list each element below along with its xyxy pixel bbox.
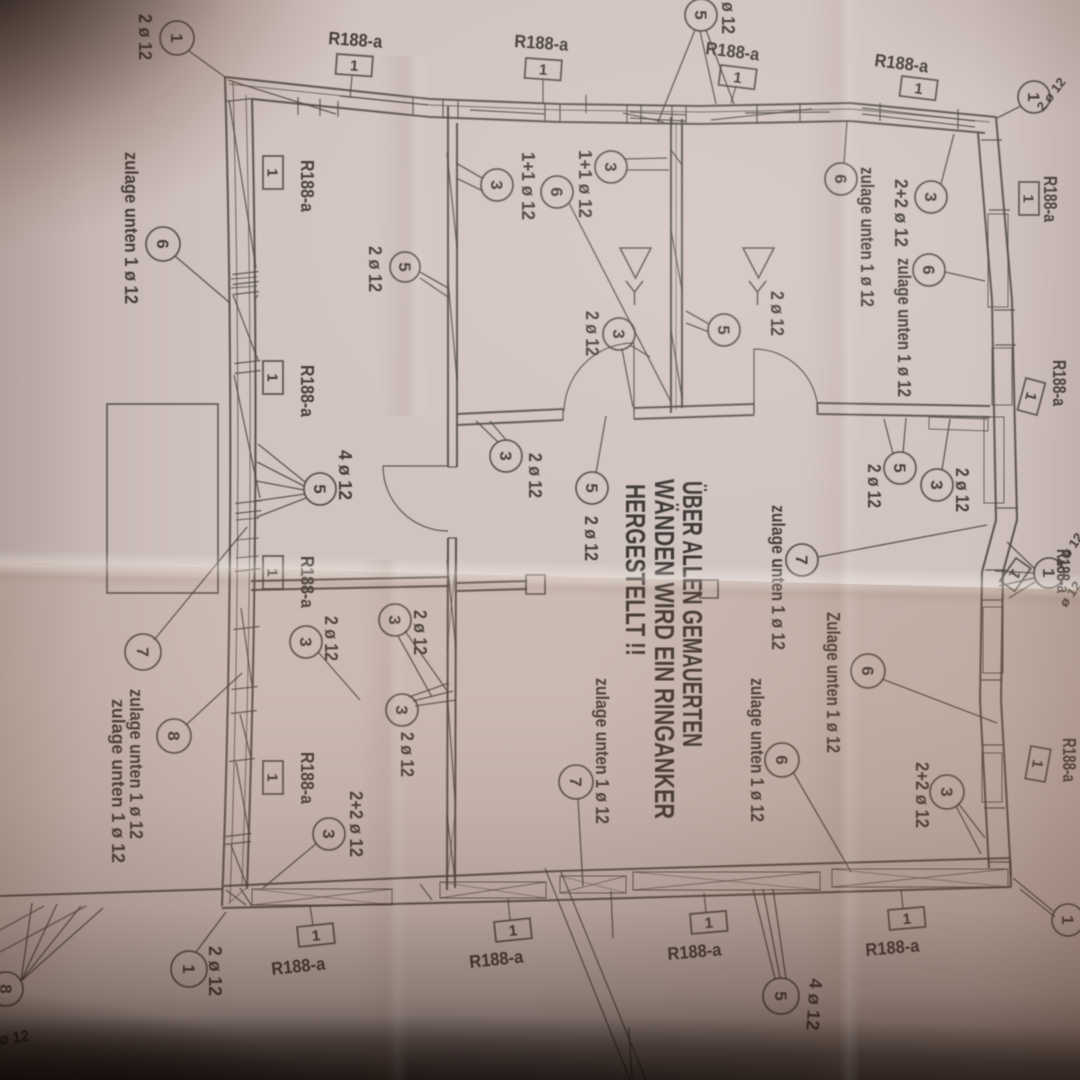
svg-text:2+2 ø 12: 2+2 ø 12 xyxy=(346,791,366,857)
svg-text:zulage unten 1 ø 12: zulage unten 1 ø 12 xyxy=(108,699,128,863)
svg-text:R188-a: R188-a xyxy=(270,953,327,979)
svg-text:1: 1 xyxy=(264,168,281,176)
svg-text:ø 12: ø 12 xyxy=(718,2,738,34)
svg-text:2+2 ø 12: 2+2 ø 12 xyxy=(891,179,911,247)
svg-text:3: 3 xyxy=(385,615,404,624)
svg-text:4 ø 12: 4 ø 12 xyxy=(802,978,826,1031)
svg-text:3: 3 xyxy=(609,329,628,338)
svg-text:HERGESTELLT !!: HERGESTELLT !! xyxy=(620,484,651,656)
svg-text:1+1 ø 12: 1+1 ø 12 xyxy=(575,150,595,218)
svg-text:2+2 ø 12: 2+2 ø 12 xyxy=(912,762,932,828)
svg-text:1: 1 xyxy=(902,911,912,929)
svg-text:1: 1 xyxy=(311,927,321,945)
svg-text:R188-a: R188-a xyxy=(297,160,317,213)
svg-text:1: 1 xyxy=(1058,915,1077,924)
svg-text:2 ø 12: 2 ø 12 xyxy=(321,616,341,661)
svg-text:1: 1 xyxy=(913,80,923,98)
svg-text:3: 3 xyxy=(296,637,315,646)
svg-text:1: 1 xyxy=(1028,758,1046,769)
svg-text:zulage unten 1 ø 12: zulage unten 1 ø 12 xyxy=(857,167,877,307)
svg-text:R188-a: R188-a xyxy=(705,38,762,65)
svg-text:Zulage unten 1 ø 12: Zulage unten 1 ø 12 xyxy=(823,612,843,753)
svg-text:WÄNDEN WIRD EIN RINGANKER: WÄNDEN WIRD EIN RINGANKER xyxy=(649,479,680,819)
svg-text:ø 12: ø 12 xyxy=(0,1028,30,1049)
svg-text:5: 5 xyxy=(395,262,414,271)
svg-text:R188-a: R188-a xyxy=(328,28,384,52)
svg-text:3: 3 xyxy=(487,180,506,189)
svg-text:6: 6 xyxy=(547,187,566,196)
svg-text:7: 7 xyxy=(133,647,152,656)
svg-text:R188-a: R188-a xyxy=(297,365,317,418)
svg-text:R188-a: R188-a xyxy=(874,50,931,77)
svg-text:1: 1 xyxy=(264,373,281,381)
svg-text:3: 3 xyxy=(392,705,411,714)
svg-text:2 ø 12: 2 ø 12 xyxy=(952,468,972,512)
svg-text:5: 5 xyxy=(310,484,329,493)
svg-text:1+1 ø 12: 1+1 ø 12 xyxy=(518,152,538,220)
svg-text:2 ø 12: 2 ø 12 xyxy=(581,516,601,561)
svg-text:6: 6 xyxy=(919,265,938,274)
svg-text:R188-a: R188-a xyxy=(297,556,317,609)
svg-text:1: 1 xyxy=(1020,194,1037,202)
svg-text:1: 1 xyxy=(349,57,359,75)
svg-text:3: 3 xyxy=(921,192,940,201)
svg-text:5: 5 xyxy=(582,483,601,492)
svg-text:5: 5 xyxy=(691,10,710,19)
svg-text:4 ø 12: 4 ø 12 xyxy=(335,450,355,500)
svg-text:5: 5 xyxy=(714,325,733,334)
svg-text:6: 6 xyxy=(858,666,877,675)
svg-text:1: 1 xyxy=(732,69,742,87)
svg-text:R188-a: R188-a xyxy=(1049,360,1069,407)
svg-text:zulage unten 1 ø 12: zulage unten 1 ø 12 xyxy=(894,258,914,397)
svg-text:zulage unten 1 ø 12: zulage unten 1 ø 12 xyxy=(747,678,767,822)
svg-text:2 ø 12: 2 ø 12 xyxy=(525,453,545,498)
svg-text:R188-a: R188-a xyxy=(468,946,525,972)
svg-text:R188-a: R188-a xyxy=(514,31,570,55)
svg-text:zulage unten 1 ø 12: zulage unten 1 ø 12 xyxy=(768,505,788,650)
svg-text:1: 1 xyxy=(179,964,198,973)
svg-text:1: 1 xyxy=(1021,390,1040,402)
svg-text:3: 3 xyxy=(319,829,338,838)
svg-text:3: 3 xyxy=(601,162,620,171)
svg-text:R188-a: R188-a xyxy=(1040,176,1060,223)
svg-text:2 ø 12: 2 ø 12 xyxy=(397,732,417,777)
svg-text:8: 8 xyxy=(164,731,183,740)
svg-text:5: 5 xyxy=(890,463,909,472)
svg-text:2 ø 12: 2 ø 12 xyxy=(767,291,787,336)
svg-text:1: 1 xyxy=(167,33,186,42)
svg-text:7: 7 xyxy=(566,777,585,786)
svg-text:R188-a: R188-a xyxy=(865,935,921,960)
svg-text:7: 7 xyxy=(792,555,811,564)
svg-text:R188-a: R188-a xyxy=(297,752,317,805)
svg-text:6: 6 xyxy=(772,755,791,764)
svg-text:zulage unten 1 ø 12: zulage unten 1 ø 12 xyxy=(126,689,146,839)
svg-text:8: 8 xyxy=(0,984,15,993)
svg-text:2 ø 12: 2 ø 12 xyxy=(410,610,430,655)
svg-text:3: 3 xyxy=(927,480,946,489)
svg-text:1: 1 xyxy=(508,922,518,940)
svg-text:R188-a: R188-a xyxy=(667,939,723,964)
svg-text:zulage unten 1 ø 12: zulage unten 1 ø 12 xyxy=(121,152,141,304)
svg-text:zulage unten 1 ø 12: zulage unten 1 ø 12 xyxy=(592,678,612,824)
svg-text:1: 1 xyxy=(538,61,548,79)
svg-text:3: 3 xyxy=(937,787,956,796)
svg-text:3: 3 xyxy=(496,451,515,460)
svg-text:6: 6 xyxy=(153,239,172,248)
svg-text:2 ø 12: 2 ø 12 xyxy=(582,311,602,356)
svg-text:6: 6 xyxy=(831,174,850,183)
svg-text:ÜBER ALLEN GEMAUERTEN: ÜBER ALLEN GEMAUERTEN xyxy=(677,481,708,747)
svg-text:2 ø 12: 2 ø 12 xyxy=(864,464,884,508)
svg-text:R188-a: R188-a xyxy=(1059,738,1079,783)
svg-text:2 ø 12: 2 ø 12 xyxy=(365,246,385,292)
svg-text:5: 5 xyxy=(771,991,790,1000)
svg-text:1: 1 xyxy=(264,568,281,576)
svg-text:1: 1 xyxy=(704,915,714,933)
svg-text:1: 1 xyxy=(264,773,281,781)
svg-text:2 ø 12: 2 ø 12 xyxy=(205,946,225,996)
svg-text:2 ø 12: 2 ø 12 xyxy=(135,14,155,60)
